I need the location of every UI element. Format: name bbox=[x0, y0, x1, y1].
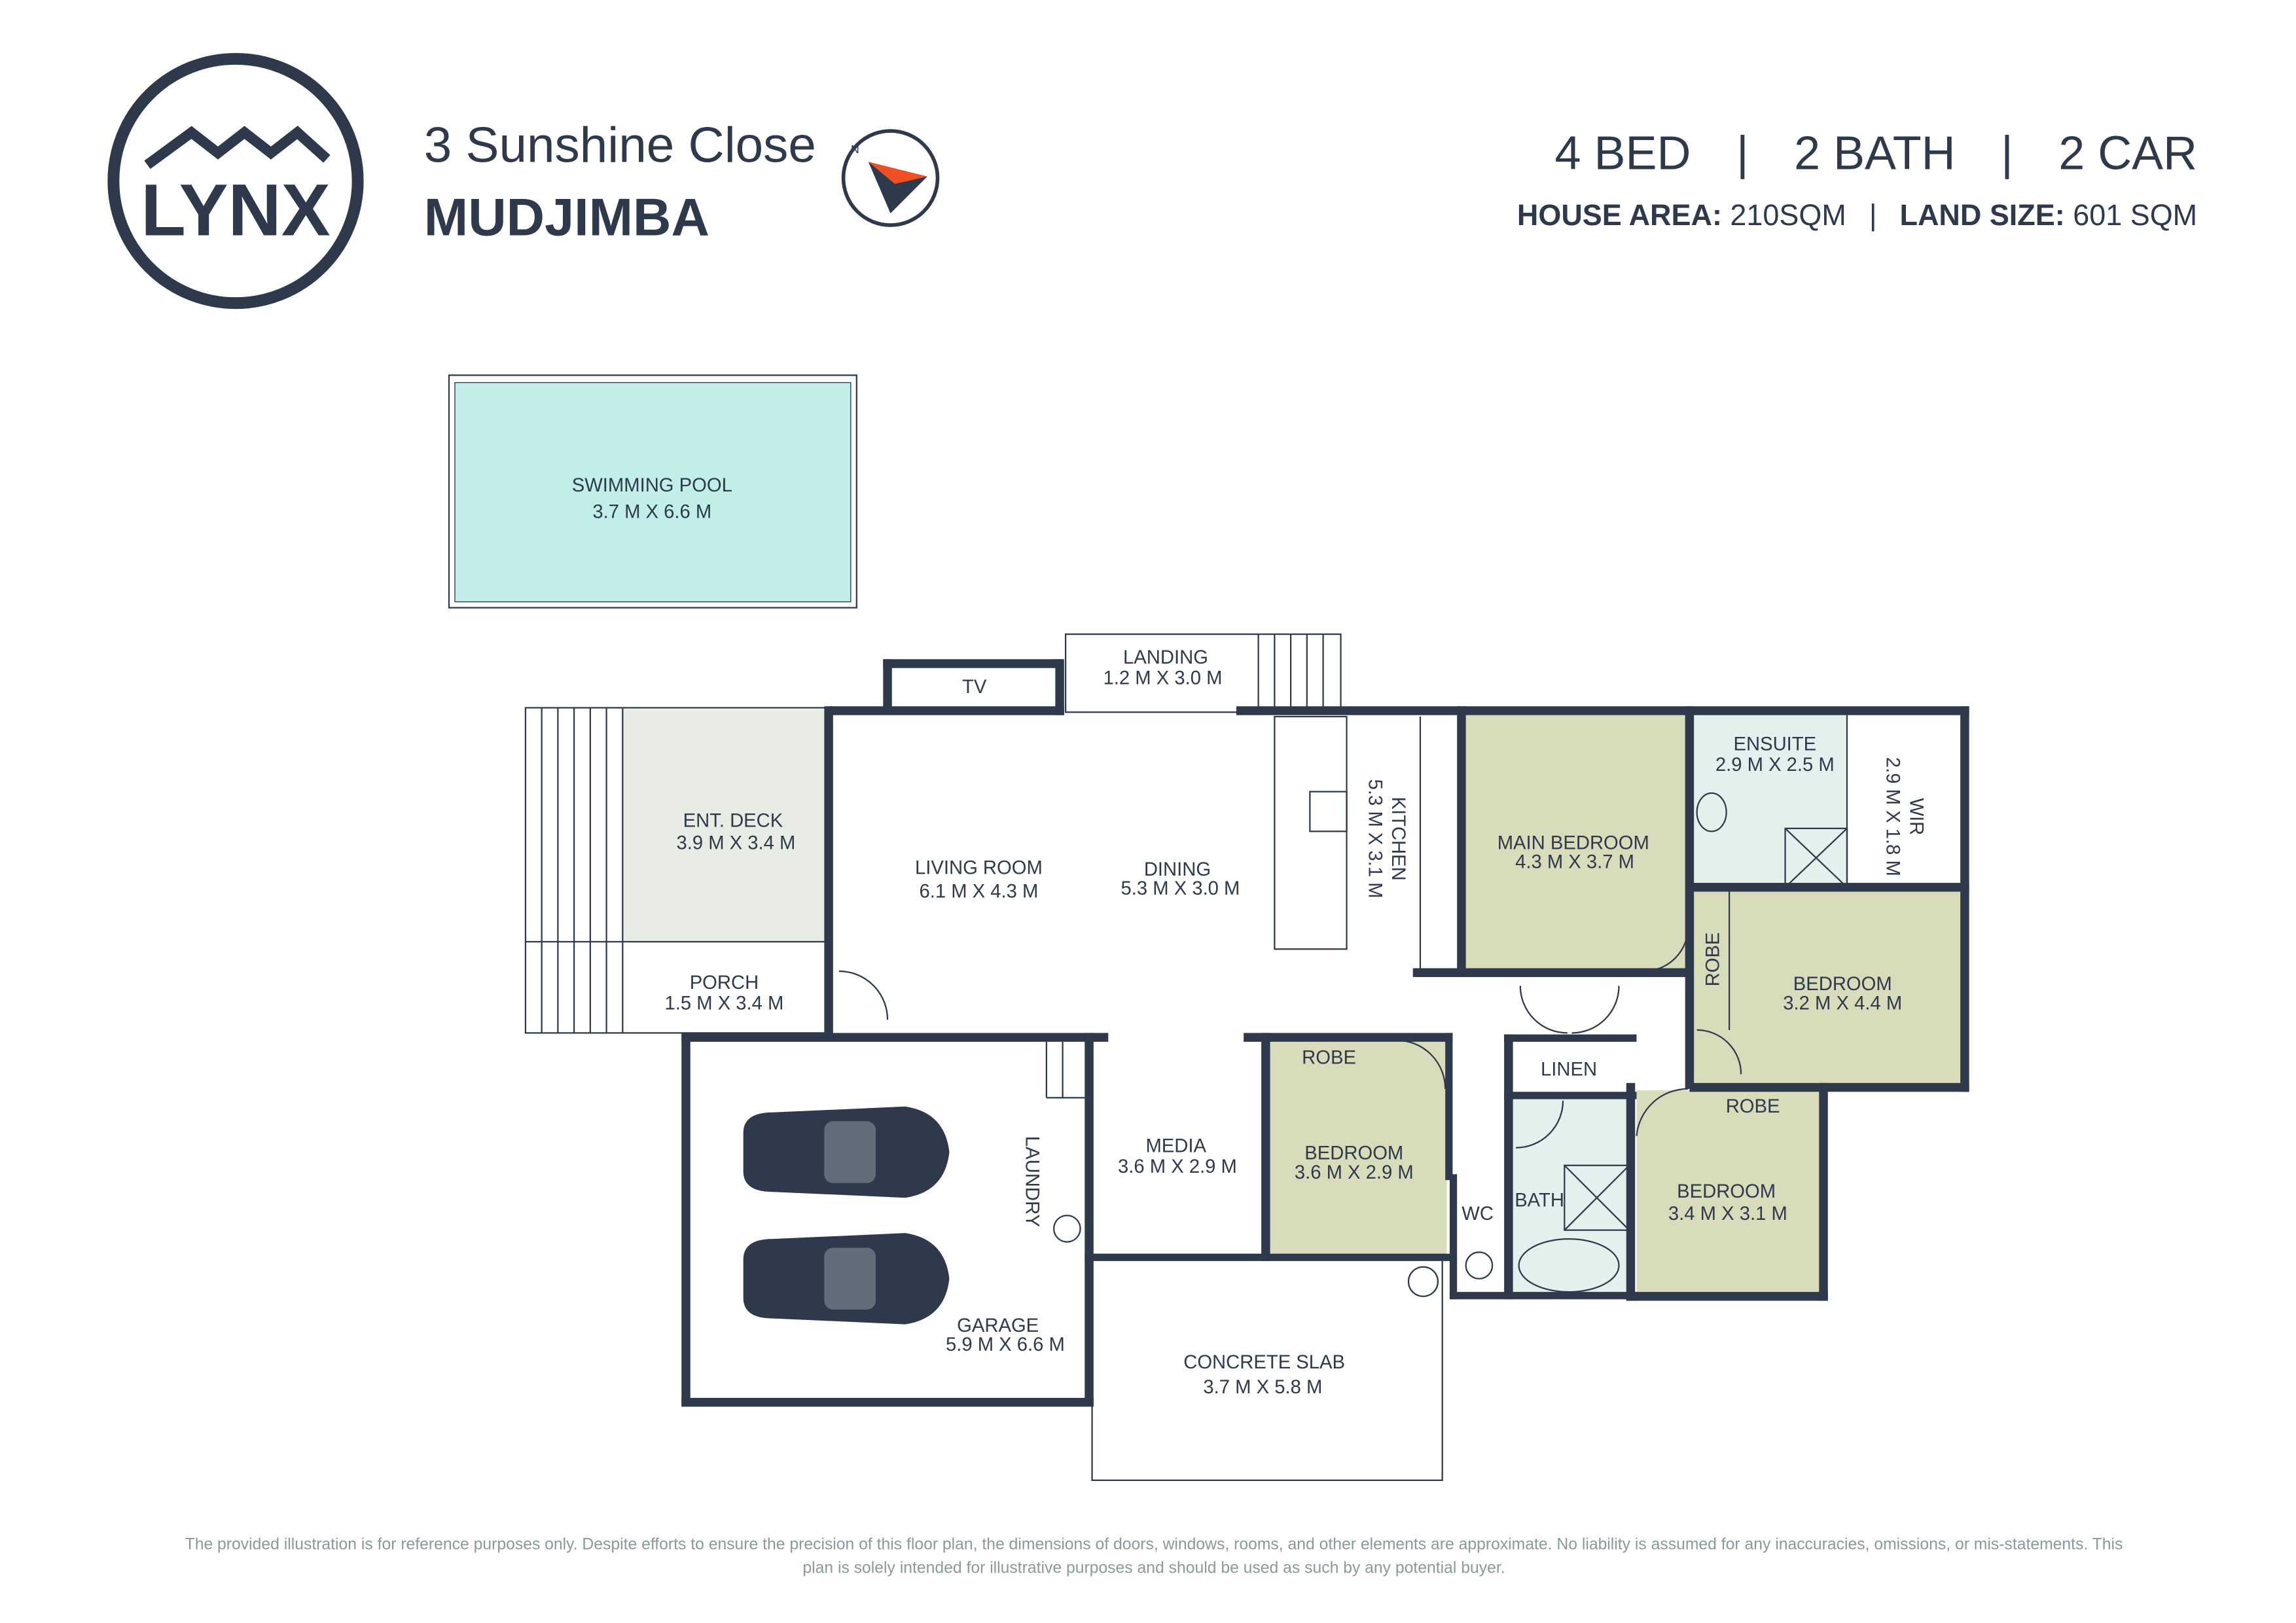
disclaimer-line-1: The provided illustration is for referen… bbox=[185, 1536, 2123, 1554]
svg-text:2.9 M X 2.5 M: 2.9 M X 2.5 M bbox=[1715, 755, 1835, 776]
svg-text:ROBE: ROBE bbox=[1302, 1048, 1356, 1069]
walls bbox=[681, 659, 1969, 1407]
svg-text:BEDROOM: BEDROOM bbox=[1304, 1143, 1403, 1164]
svg-text:DINING: DINING bbox=[1144, 859, 1211, 880]
svg-text:BEDROOM: BEDROOM bbox=[1677, 1181, 1776, 1202]
svg-text:BEDROOM: BEDROOM bbox=[1793, 974, 1892, 995]
svg-text:1.5 M X 3.4 M: 1.5 M X 3.4 M bbox=[665, 993, 784, 1014]
svg-text:3.2 M X 4.4 M: 3.2 M X 4.4 M bbox=[1783, 993, 1902, 1014]
svg-text:HOUSE AREA: 210SQM: HOUSE AREA: 210SQM | LAND SIZE: 601 SQM bbox=[1517, 198, 2197, 232]
svg-text:KITCHEN: KITCHEN bbox=[1388, 796, 1408, 880]
disclaimer-line-2: plan is solely intended for illustrative… bbox=[802, 1560, 1505, 1577]
bedroom3-fill bbox=[1270, 1041, 1447, 1255]
svg-text:3.6 M X 2.9 M: 3.6 M X 2.9 M bbox=[1118, 1156, 1237, 1177]
svg-text:ROBE: ROBE bbox=[1726, 1096, 1780, 1117]
svg-text:1.2 M X 3.0 M: 1.2 M X 3.0 M bbox=[1103, 668, 1223, 689]
svg-text:WIR: WIR bbox=[1906, 798, 1927, 835]
bath-fill bbox=[1511, 1097, 1631, 1296]
land-size-label: LAND SIZE: bbox=[1899, 198, 2064, 232]
logo-text: LYNX bbox=[141, 169, 330, 251]
car-icon bbox=[743, 1233, 950, 1325]
car-icon bbox=[743, 1106, 950, 1198]
main-bedroom-fill bbox=[1461, 715, 1690, 974]
property-summary: 4 BED | 2 BATH | 2 CAR HOUSE AREA: 210SQ… bbox=[1517, 128, 2197, 232]
land-size-value: 601 SQM bbox=[2073, 198, 2197, 232]
svg-text:LAUNDRY: LAUNDRY bbox=[1021, 1136, 1042, 1227]
bedroom2-fill bbox=[1692, 891, 1965, 1088]
svg-text:ENSUITE: ENSUITE bbox=[1734, 734, 1817, 755]
svg-text:6.1 M X 4.3 M: 6.1 M X 4.3 M bbox=[919, 882, 1038, 902]
svg-text:TV: TV bbox=[962, 677, 987, 698]
svg-text:BATH: BATH bbox=[1515, 1190, 1564, 1211]
svg-text:3.7 M X 6.6 M: 3.7 M X 6.6 M bbox=[592, 501, 711, 522]
compass-icon: N bbox=[841, 129, 940, 227]
svg-text:4.3 M X 3.7 M: 4.3 M X 3.7 M bbox=[1515, 852, 1634, 873]
svg-text:SWIMMING POOL: SWIMMING POOL bbox=[572, 475, 732, 496]
svg-text:5.3 M X 3.0 M: 5.3 M X 3.0 M bbox=[1121, 878, 1240, 899]
house-area-label: HOUSE AREA: bbox=[1517, 198, 1722, 232]
svg-text:PORCH: PORCH bbox=[690, 972, 759, 993]
house-area-value: 210SQM bbox=[1730, 198, 1846, 232]
svg-text:LINEN: LINEN bbox=[1541, 1060, 1597, 1080]
svg-text:3.4 M X 3.1 M: 3.4 M X 3.1 M bbox=[1668, 1204, 1787, 1224]
svg-text:2.9 M X 1.8 M: 2.9 M X 1.8 M bbox=[1882, 757, 1903, 876]
lynx-logo: LYNX bbox=[107, 52, 364, 310]
bedroom4-fill bbox=[1636, 1090, 1822, 1296]
ensuite-fill bbox=[1692, 715, 1847, 887]
svg-text:ENT. DECK: ENT. DECK bbox=[683, 811, 783, 832]
cars-count: 2 CAR bbox=[2058, 128, 2197, 180]
swimming-pool: SWIMMING POOL 3.7 M X 6.6 M bbox=[448, 374, 857, 609]
suburb: MUDJIMBA bbox=[424, 188, 709, 247]
svg-text:GARAGE: GARAGE bbox=[957, 1315, 1039, 1336]
svg-text:3.9 M X 3.4 M: 3.9 M X 3.4 M bbox=[676, 832, 795, 853]
beds-count: 4 BED bbox=[1555, 128, 1691, 180]
svg-text:MEDIA: MEDIA bbox=[1145, 1136, 1206, 1157]
svg-text:5.9 M X 6.6 M: 5.9 M X 6.6 M bbox=[946, 1334, 1065, 1355]
room-labels: LANDING 1.2 M X 3.0 M TV ENT. DECK 3.9 M… bbox=[665, 647, 1927, 1398]
svg-text:ROBE: ROBE bbox=[1702, 933, 1723, 987]
svg-text:3.6 M X 2.9 M: 3.6 M X 2.9 M bbox=[1295, 1162, 1414, 1183]
baths-count: 2 BATH bbox=[1794, 128, 1956, 180]
svg-text:LANDING: LANDING bbox=[1123, 647, 1208, 668]
compass-north-label: N bbox=[851, 143, 859, 156]
svg-text:CONCRETE SLAB: CONCRETE SLAB bbox=[1183, 1352, 1345, 1373]
deck-fill bbox=[622, 709, 825, 942]
svg-text:3.7 M X 5.8 M: 3.7 M X 5.8 M bbox=[1203, 1377, 1322, 1398]
svg-text:WC: WC bbox=[1462, 1204, 1494, 1224]
svg-text:4 BED | 2 BATH: 4 BED | 2 BATH | 2 CAR bbox=[1555, 128, 2198, 180]
street-address: 3 Sunshine Close bbox=[424, 117, 816, 173]
svg-text:LIVING ROOM: LIVING ROOM bbox=[915, 858, 1043, 879]
svg-text:5.3 M X 3.1 M: 5.3 M X 3.1 M bbox=[1364, 779, 1385, 899]
svg-text:MAIN BEDROOM: MAIN BEDROOM bbox=[1498, 832, 1649, 853]
